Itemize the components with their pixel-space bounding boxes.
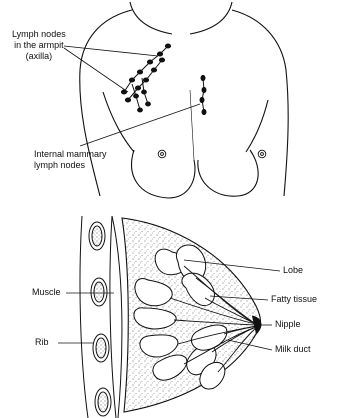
- axilla-label-line2: in the armpit: [12, 40, 66, 51]
- rib-label: Rib: [35, 337, 49, 348]
- internal-mammary-label-line2: lymph nodes: [34, 160, 107, 171]
- milk-duct-label: Milk duct: [275, 344, 311, 355]
- torso-outline: [80, 2, 288, 198]
- nipple-icon: [158, 150, 266, 158]
- axilla-label-line1: Lymph nodes: [12, 29, 66, 40]
- internal-mammary-label-line1: Internal mammary: [34, 149, 107, 160]
- axillary-lymph-nodes: [121, 44, 170, 112]
- internal-mammary-lymph-nodes: [200, 75, 206, 114]
- axilla-label: Lymph nodes in the armpit (axilla): [12, 29, 66, 62]
- rib-column: [80, 216, 116, 418]
- axilla-label-line3: (axilla): [12, 51, 66, 62]
- rib-icon: [89, 222, 111, 416]
- muscle-label: Muscle: [32, 287, 61, 298]
- internal-mammary-label: Internal mammary lymph nodes: [34, 149, 107, 171]
- nipple-label: Nipple: [275, 319, 301, 330]
- lobe-label: Lobe: [283, 265, 303, 276]
- fatty-tissue-label: Fatty tissue: [271, 294, 317, 305]
